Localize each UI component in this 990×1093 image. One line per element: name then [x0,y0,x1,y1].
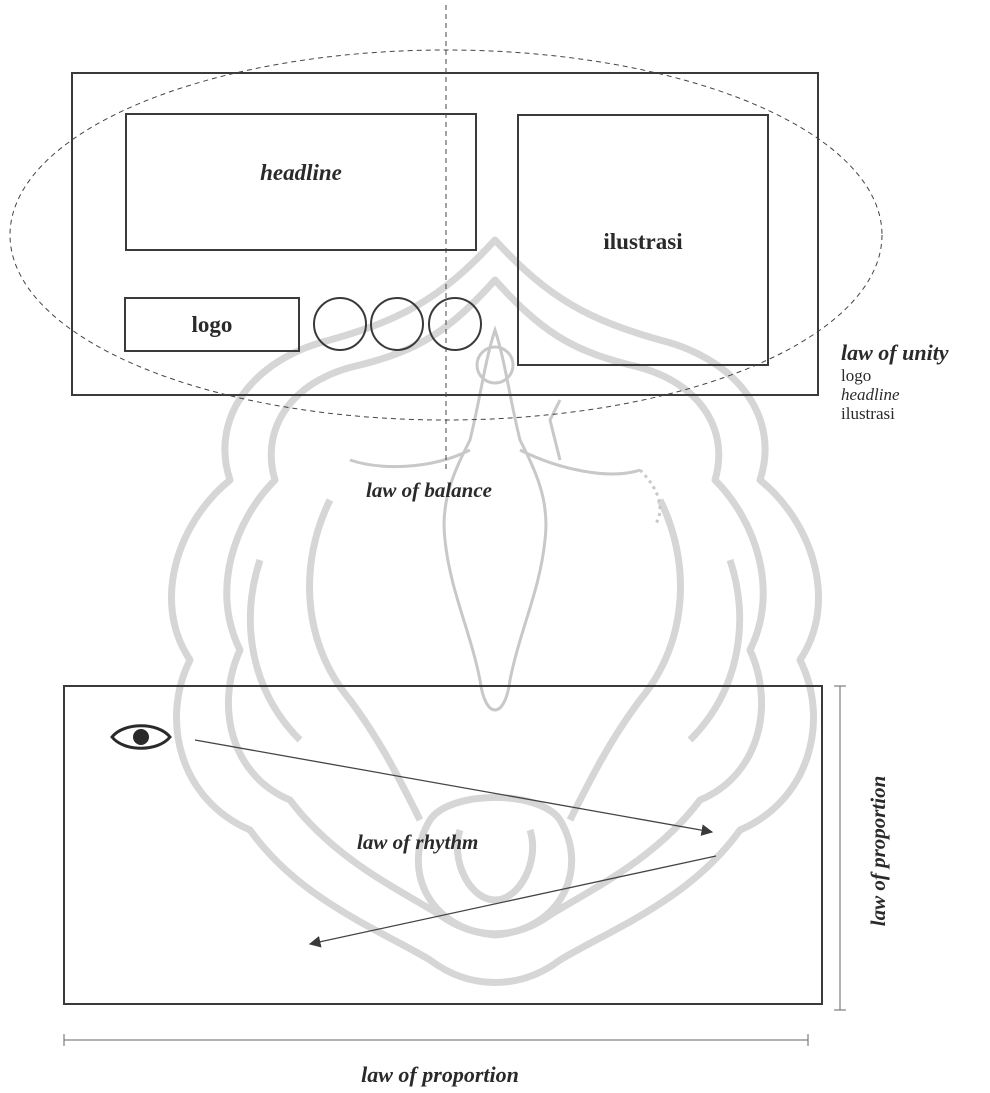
balance-label: law of balance [366,478,492,503]
rhythm-label: law of rhythm [357,830,478,855]
headline-label: headline [125,150,477,196]
element-circle-1 [314,298,366,350]
proportion-label-horizontal: law of proportion [240,1061,640,1089]
rhythm-arrow-1 [195,740,712,832]
unity-item-logo: logo [841,366,949,385]
element-circle-2 [371,298,423,350]
unity-item-ilustrasi: ilustrasi [841,404,949,423]
logo-label: logo [124,297,300,352]
rhythm-arrow-2 [310,856,716,944]
illustration-label: ilustrasi [517,220,769,264]
element-circle-3 [429,298,481,350]
eye-icon [112,726,170,749]
unity-item-headline: headline [841,385,949,404]
unity-title: law of unity [841,340,949,366]
unity-legend: law of unity logo headline ilustrasi [841,340,949,423]
proportion-label-vertical: law of proportion [865,751,891,951]
